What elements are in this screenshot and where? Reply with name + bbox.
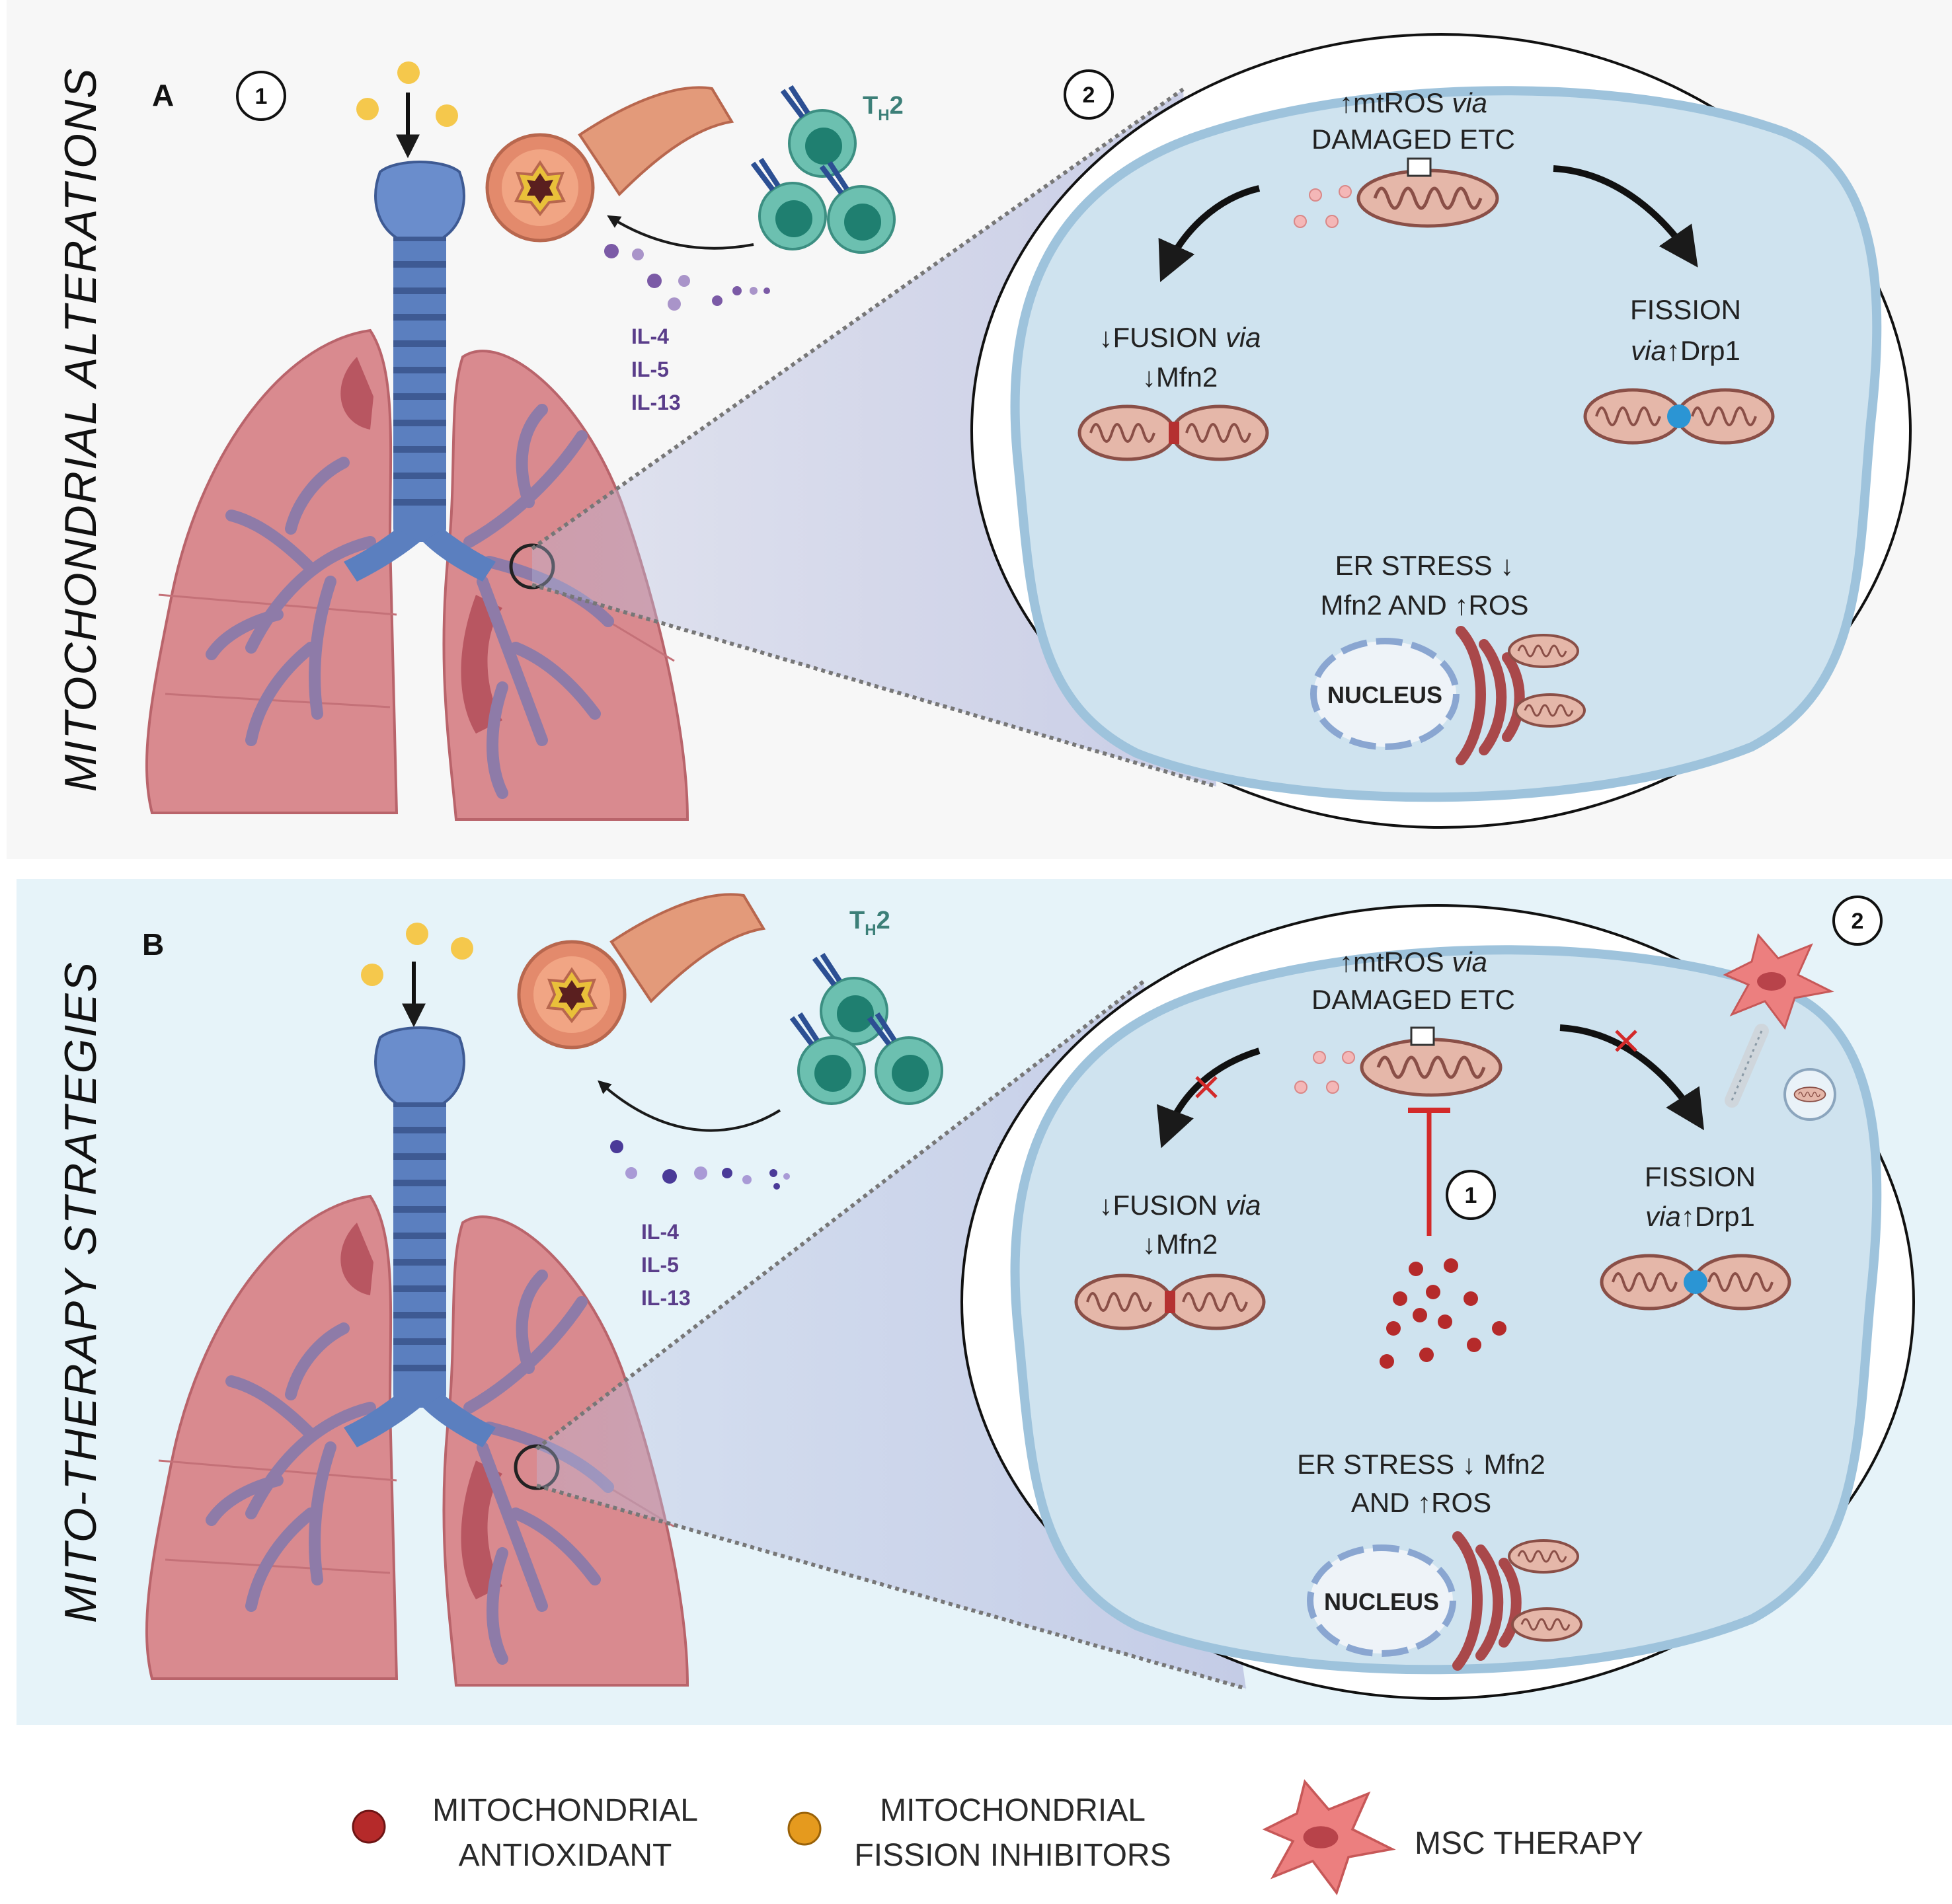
damaged-mitochondrion-icon	[1358, 171, 1497, 226]
cytokine-arrow	[607, 215, 754, 250]
ros-dots	[1294, 1051, 1355, 1094]
damaged-etc-label: DAMAGED ETC	[1311, 984, 1515, 1015]
legend-msc: MSC THERAPY	[1264, 1780, 1643, 1894]
er-stress-label: AND ↑ROS	[1351, 1487, 1491, 1518]
er-stress-label: ER STRESS ↓	[1335, 550, 1514, 581]
legend-antioxidant-line2: ANTIOXIDANT	[459, 1838, 672, 1873]
damaged-mitochondrion-icon	[1362, 1040, 1501, 1095]
panel-a-step1-badge: 1	[236, 71, 286, 121]
mitochondrion-icon	[1793, 1086, 1826, 1102]
fission-arrow	[1559, 1024, 1704, 1131]
endoplasmic-reticulum-icon	[1452, 1531, 1522, 1671]
antioxidant-dots	[1380, 1258, 1506, 1369]
svg-text:2: 2	[1852, 909, 1864, 934]
cytokine-label: IL-4	[631, 324, 669, 348]
nucleus-icon	[1307, 1544, 1456, 1657]
fission-arrow	[1553, 165, 1698, 268]
cytokine-label: IL-13	[641, 1286, 691, 1310]
nucleus-label: NUCLEUS	[1327, 681, 1442, 708]
svg-text:2: 2	[1083, 83, 1095, 108]
fusion-arrow	[1158, 185, 1261, 282]
zoom-line	[531, 87, 1185, 551]
fission-label: FISSION	[1630, 294, 1741, 325]
legend-antioxidant-line1: MITOCHONDRIAL	[432, 1793, 698, 1828]
svg-text:1: 1	[1465, 1183, 1477, 1208]
svg-text:1: 1	[255, 84, 268, 109]
mitochondrion-icon	[1511, 1607, 1582, 1642]
legend-fission-inhibitor: MITOCHONDRIAL FISSION INHIBITORS	[787, 1793, 1171, 1873]
drp1-ring	[1667, 404, 1691, 428]
fusion-arrow	[1156, 1047, 1261, 1149]
panel-a-side-title: MITOCHONDRIAL ALTERATIONS	[56, 67, 106, 792]
cytokine-arrow	[598, 1080, 781, 1132]
cytokine-label: IL-4	[641, 1220, 679, 1244]
etc-marker	[1407, 157, 1432, 177]
er-stress-label: ER STRESS ↓ Mfn2	[1297, 1449, 1545, 1480]
legend-msc-label: MSC THERAPY	[1415, 1826, 1643, 1861]
mitochondrion-icon	[1508, 634, 1579, 668]
panel-a-step2-badge: 2	[1064, 69, 1114, 120]
blocked-x-icon	[1615, 1030, 1637, 1052]
cytokine-dots	[610, 1140, 790, 1190]
mfn2-label: ↓Mfn2	[1142, 362, 1218, 393]
drp1-ring	[1684, 1270, 1707, 1294]
drp1-label: via↑Drp1	[1631, 335, 1740, 366]
tunneling-nanotube	[1725, 1024, 1769, 1108]
cytokine-dots	[604, 244, 770, 311]
mtros-label: ↑mtROS via	[1339, 946, 1487, 977]
antioxidant-swatch-icon	[352, 1809, 386, 1844]
cytokine-label: IL-5	[641, 1253, 679, 1277]
nucleus-label: NUCLEUS	[1324, 1588, 1439, 1615]
mfn2-label: ↓Mfn2	[1142, 1229, 1218, 1260]
allergen-icon	[361, 923, 473, 986]
endoplasmic-reticulum-icon	[1456, 626, 1525, 765]
cytokine-label: IL-5	[631, 358, 669, 381]
nucleus-icon	[1310, 638, 1460, 750]
th2-label: TH2	[863, 92, 904, 124]
etc-marker	[1410, 1026, 1435, 1046]
msc-swatch-icon	[1264, 1780, 1393, 1894]
damaged-etc-label: DAMAGED ETC	[1311, 124, 1515, 155]
legend: MITOCHONDRIAL ANTIOXIDANT MITOCHONDRIAL …	[352, 1780, 1643, 1894]
zoom-line	[535, 979, 1145, 1451]
panel-a-letter: A	[152, 78, 174, 112]
panel-b: MITO-THERAPY STRATEGIES B TH2 IL-4 IL-5 …	[17, 879, 1952, 1725]
fusion-label: ↓FUSION via	[1099, 322, 1261, 353]
cytokine-label: IL-13	[631, 391, 681, 414]
fusion-label: ↓FUSION via	[1099, 1190, 1261, 1221]
allergen-icon	[356, 61, 458, 127]
panel-b-side-title: MITO-THERAPY STRATEGIES	[56, 961, 106, 1623]
er-stress-label: Mfn2 AND ↑ROS	[1320, 590, 1528, 621]
legend-fission-line1: MITOCHONDRIAL	[880, 1793, 1146, 1828]
mtros-label: ↑mtROS via	[1339, 87, 1487, 118]
panel-b-step2-badge: 2	[1832, 895, 1883, 946]
panel-a: MITOCHONDRIAL ALTERATIONS A 1 TH2 IL-4	[7, 0, 1952, 859]
blocked-x-icon	[1195, 1076, 1218, 1098]
ros-dots	[1294, 185, 1352, 228]
fission-label: FISSION	[1645, 1161, 1756, 1192]
fission-inhibitor-swatch-icon	[787, 1811, 822, 1846]
mitochondrion-icon	[1514, 693, 1586, 728]
mfn2-junction	[1165, 1291, 1175, 1313]
legend-fission-line2: FISSION INHIBITORS	[854, 1838, 1171, 1873]
panel-b-step1-badge: 1	[1446, 1170, 1496, 1220]
legend-antioxidant: MITOCHONDRIAL ANTIOXIDANT	[352, 1793, 698, 1873]
mitochondrion-icon	[1508, 1539, 1579, 1574]
th2-label: TH2	[849, 907, 890, 939]
drp1-label: via↑Drp1	[1645, 1201, 1755, 1232]
panel-b-letter: B	[142, 927, 164, 962]
mfn2-junction	[1169, 422, 1179, 444]
